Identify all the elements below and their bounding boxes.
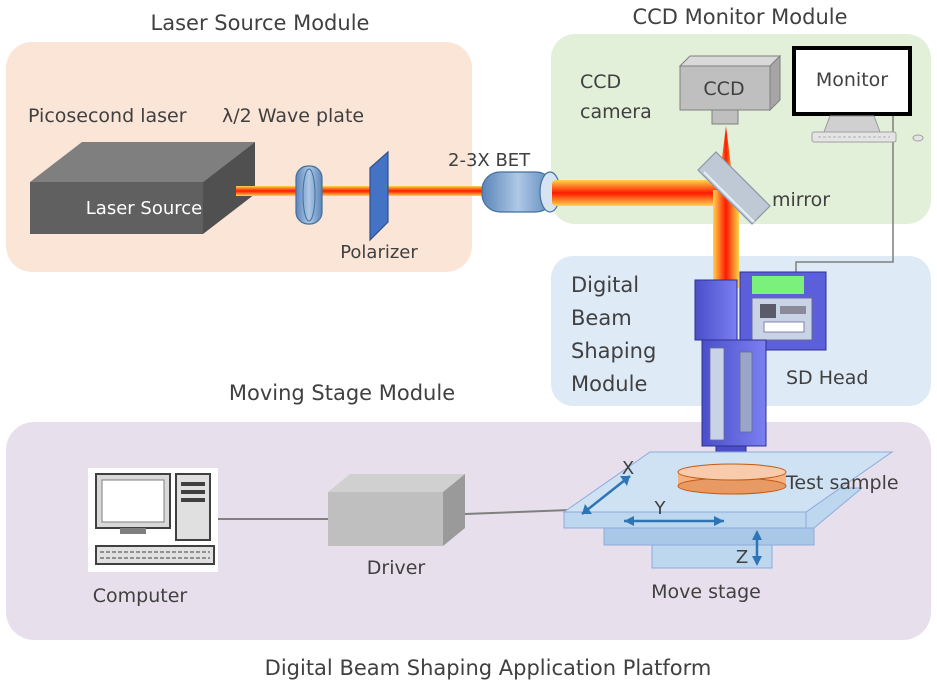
laser-beam-wide-horizontal — [552, 180, 738, 206]
mirror-label: mirror — [772, 189, 830, 211]
axis-y-arrow — [624, 516, 724, 526]
driver-box — [328, 474, 465, 546]
moving-stage-module-title: Moving Stage Module — [229, 381, 455, 405]
wave-plate-label: λ/2 Wave plate — [222, 105, 364, 127]
axis-z-arrow — [752, 530, 762, 566]
axis-y-label: Y — [654, 498, 667, 519]
laser-source-module-title: Laser Source Module — [151, 11, 370, 35]
driver-stage-cable — [464, 509, 571, 515]
axis-x-label: X — [622, 458, 634, 479]
test-sample — [677, 463, 787, 495]
move-stage — [562, 451, 894, 569]
laser-source-box — [30, 142, 255, 234]
sd-head — [694, 271, 827, 468]
ccd-box-label: CCD — [703, 78, 744, 100]
monitor-label: Monitor — [816, 69, 888, 91]
ccd-monitor-module-title: CCD Monitor Module — [632, 5, 847, 29]
test-sample-label: Test sample — [785, 472, 899, 494]
ccd-camera — [678, 54, 782, 125]
beam-shaping-module-title: Digital Beam Shaping Module — [571, 273, 656, 396]
computer-icon — [88, 468, 218, 572]
beam-shaping-title-line-3: Shaping — [571, 339, 656, 363]
ccd-camera-label-line-1: CCD — [580, 71, 621, 93]
axis-x-arrow — [581, 475, 631, 515]
beam-shaping-title-line-1: Digital — [571, 273, 639, 297]
bet-label: 2-3X BET — [448, 150, 531, 171]
beam-shaping-title-line-4: Module — [571, 372, 647, 396]
ccd-camera-label-line-2: camera — [580, 101, 652, 123]
beam-expander — [481, 171, 561, 213]
axis-z-label: Z — [736, 547, 748, 568]
monitor-cable — [795, 112, 894, 272]
wave-plate-optic — [295, 165, 323, 225]
laser-beam-thin — [236, 186, 486, 196]
laser-source-label: Laser Source — [86, 198, 202, 219]
mirror-optic — [697, 151, 771, 225]
polarizer-label: Polarizer — [340, 242, 418, 263]
picosecond-laser-label: Picosecond laser — [28, 105, 187, 127]
computer-label: Computer — [93, 585, 188, 607]
platform-title: Digital Beam Shaping Application Platfor… — [265, 656, 712, 680]
beam-shaping-title-line-2: Beam — [571, 306, 632, 330]
driver-label: Driver — [367, 557, 426, 579]
sd-head-label: SD Head — [786, 367, 868, 389]
move-stage-label: Move stage — [651, 581, 761, 603]
polarizer-optic — [369, 150, 389, 242]
monitor-screen — [792, 46, 924, 143]
